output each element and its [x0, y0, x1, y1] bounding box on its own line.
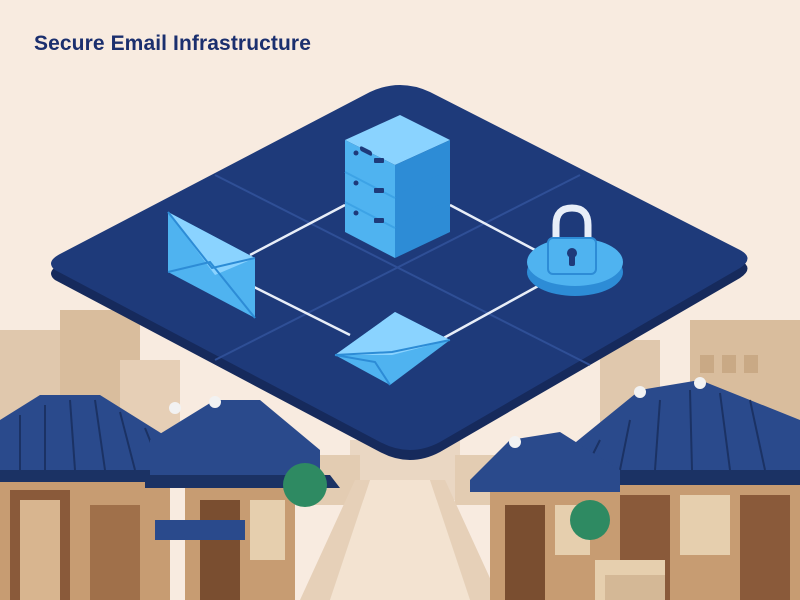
- street: [300, 480, 500, 600]
- left-hanok-houses: [0, 395, 340, 600]
- padlock-icon: [527, 204, 623, 296]
- connection-lines: [249, 203, 541, 342]
- network-platform: [51, 85, 748, 460]
- server-stack-icon: [344, 115, 450, 258]
- envelope-icon: [167, 211, 256, 319]
- right-hanok-houses: [470, 377, 800, 600]
- envelope-icon: [334, 312, 451, 386]
- page-title: Secure Email Infrastructure: [34, 32, 311, 55]
